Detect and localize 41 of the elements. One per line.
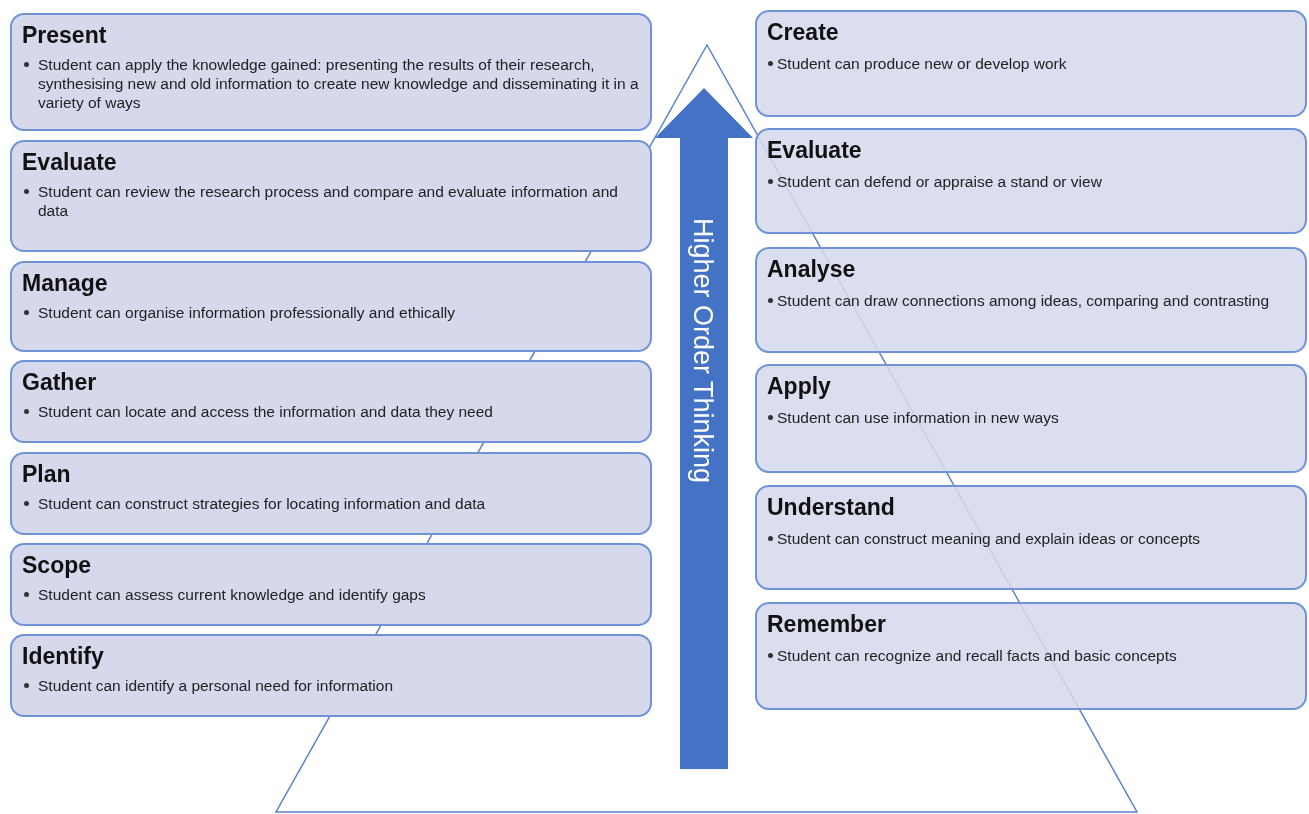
level-card bbox=[10, 13, 652, 131]
level-card bbox=[755, 485, 1307, 590]
level-description: Student can review the research process and compare and evaluate information and data bbox=[38, 182, 619, 220]
level-heading: Evaluate bbox=[767, 136, 862, 164]
level-heading: Scope bbox=[22, 551, 92, 579]
level-card bbox=[755, 128, 1307, 234]
level-description: Student can assess current knowledge and identify gaps bbox=[38, 585, 427, 604]
level-description: Student can produce new or develop work bbox=[777, 54, 1068, 73]
level-card bbox=[755, 247, 1307, 353]
level-description: Student can construct strategies for locating information and data bbox=[38, 494, 487, 513]
level-card bbox=[755, 364, 1307, 473]
level-heading: Create bbox=[767, 18, 839, 46]
level-heading: Plan bbox=[22, 460, 71, 488]
level-description: Student can use information in new ways bbox=[777, 408, 1060, 427]
level-heading: Present bbox=[22, 21, 107, 49]
level-description: Student can apply the knowledge gained: presenting the results of their research, synthesising new and old information to create new knowledge and disseminating it in a variety of ways bbox=[38, 55, 640, 112]
level-heading: Understand bbox=[767, 493, 895, 521]
level-description: Student can recognize and recall facts and basic concepts bbox=[777, 646, 1178, 665]
level-heading: Evaluate bbox=[22, 148, 117, 176]
level-description: Student can organise information professionally and ethically bbox=[38, 303, 457, 322]
level-card bbox=[10, 140, 652, 252]
level-card bbox=[10, 261, 652, 352]
level-card bbox=[10, 452, 652, 535]
level-description: Student can defend or appraise a stand or view bbox=[777, 172, 1103, 191]
level-heading: Gather bbox=[22, 368, 97, 396]
level-card bbox=[10, 543, 652, 626]
level-description: Student can identify a personal need for information bbox=[38, 676, 394, 695]
arrow-label: Higher Order Thinking bbox=[687, 218, 718, 484]
level-card bbox=[10, 634, 652, 717]
level-card bbox=[755, 602, 1307, 710]
level-heading: Apply bbox=[767, 372, 831, 400]
level-description: Student can locate and access the information and data they need bbox=[38, 402, 494, 421]
level-heading: Manage bbox=[22, 269, 108, 297]
level-heading: Remember bbox=[767, 610, 886, 638]
level-heading: Identify bbox=[22, 642, 104, 670]
level-card bbox=[755, 10, 1307, 117]
level-description: Student can construct meaning and explain ideas or concepts bbox=[777, 529, 1202, 548]
level-description: Student can draw connections among ideas, comparing and contrasting bbox=[777, 291, 1270, 310]
block-arrow bbox=[655, 88, 753, 769]
level-card bbox=[10, 360, 652, 443]
level-heading: Analyse bbox=[767, 255, 856, 283]
